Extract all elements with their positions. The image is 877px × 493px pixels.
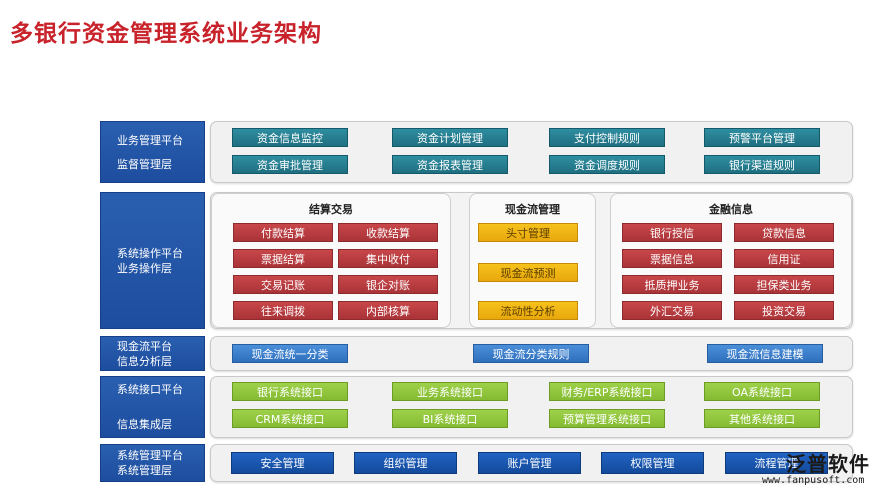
group-finance: 金融信息 银行授信 贷款信息 票据信息 信用证 抵质押业务 担保类业务 外汇交易…	[610, 193, 852, 328]
layer-label-operation: 系统操作平台 业务操作层	[100, 192, 205, 329]
module-box: 银企对账	[338, 275, 438, 294]
module-box: 抵质押业务	[622, 275, 722, 294]
layer-label-supervision: 业务管理平台 监督管理层	[100, 121, 205, 183]
module-box: 流动性分析	[478, 301, 578, 320]
module-box: 银行系统接口	[232, 382, 348, 401]
module-box: 现金流信息建模	[707, 344, 823, 363]
module-box: 其他系统接口	[704, 409, 820, 428]
layer-label-management: 系统管理平台 系统管理层	[100, 444, 205, 482]
module-box: 现金流预测	[478, 263, 578, 282]
module-box: 财务/ERP系统接口	[549, 382, 665, 401]
module-box: 集中收付	[338, 249, 438, 268]
module-box: 交易记账	[233, 275, 333, 294]
watermark-url: www.fanpusoft.com	[762, 475, 865, 486]
layer-label-line: 系统接口平台	[117, 383, 183, 396]
module-box: 安全管理	[231, 452, 334, 474]
panel-integration: 银行系统接口 业务系统接口 财务/ERP系统接口 OA系统接口 CRM系统接口 …	[210, 376, 853, 438]
layer-label-analysis: 现金流平台 信息分析层	[100, 336, 205, 371]
module-box: 投资交易	[734, 301, 834, 320]
watermark: 泛普软件 www.fanpusoft.com	[748, 448, 873, 490]
module-box: 账户管理	[478, 452, 581, 474]
layer-label-line: 信息分析层	[117, 354, 172, 368]
panel-management: 安全管理 组织管理 账户管理 权限管理 流程管理	[210, 444, 853, 482]
module-box: 银行授信	[622, 223, 722, 242]
group-title: 现金流管理	[505, 203, 560, 216]
module-box: 流程管理	[725, 452, 828, 474]
module-box: 现金流统一分类	[232, 344, 348, 363]
module-box: 资金审批管理	[232, 155, 348, 174]
module-box: 往来调拨	[233, 301, 333, 320]
panel-analysis: 现金流统一分类 现金流分类规则 现金流信息建模	[210, 336, 853, 371]
layer-label-line: 现金流平台	[117, 339, 172, 353]
module-box: 贷款信息	[734, 223, 834, 242]
layer-label-line: 业务管理平台	[117, 133, 183, 147]
group-settlement: 结算交易 付款结算 收款结算 票据结算 集中收付 交易记账 银企对账 往来调拨 …	[211, 193, 451, 328]
module-box: 资金调度规则	[549, 155, 665, 174]
group-cashflow: 现金流管理 头寸管理 现金流预测 流动性分析	[469, 193, 596, 328]
module-box: 资金报表管理	[392, 155, 508, 174]
module-box: 票据结算	[233, 249, 333, 268]
module-box: 权限管理	[601, 452, 704, 474]
module-box: 外汇交易	[622, 301, 722, 320]
layer-label-line: 系统操作平台	[117, 246, 183, 260]
module-box: OA系统接口	[704, 382, 820, 401]
module-box: 银行渠道规则	[704, 155, 820, 174]
module-box: 支付控制规则	[549, 128, 665, 147]
module-box: BI系统接口	[392, 409, 508, 428]
module-box: 票据信息	[622, 249, 722, 268]
module-box: 预警平台管理	[704, 128, 820, 147]
module-box: 现金流分类规则	[473, 344, 589, 363]
layer-label-line: 监督管理层	[117, 157, 172, 171]
group-title: 结算交易	[309, 203, 353, 216]
layer-label-line: 系统管理平台	[117, 449, 183, 462]
layer-label-integration: 系统接口平台 信息集成层	[100, 376, 205, 438]
module-box: 业务系统接口	[392, 382, 508, 401]
watermark-text: 泛普软件	[786, 452, 870, 476]
panel-operation: 结算交易 付款结算 收款结算 票据结算 集中收付 交易记账 银企对账 往来调拨 …	[210, 192, 853, 329]
module-box: 担保类业务	[734, 275, 834, 294]
module-box: 付款结算	[233, 223, 333, 242]
module-box: 资金计划管理	[392, 128, 508, 147]
module-box: 信用证	[734, 249, 834, 268]
layer-label-line: 业务操作层	[117, 261, 172, 275]
module-box: CRM系统接口	[232, 409, 348, 428]
panel-supervision: 资金信息监控 资金计划管理 支付控制规则 预警平台管理 资金审批管理 资金报表管…	[210, 121, 853, 183]
module-box: 预算管理系统接口	[549, 409, 665, 428]
module-box: 内部核算	[338, 301, 438, 320]
layer-label-line: 信息集成层	[117, 418, 172, 431]
module-box: 资金信息监控	[232, 128, 348, 147]
layer-label-line: 系统管理层	[117, 464, 172, 477]
page-title: 多银行资金管理系统业务架构	[10, 21, 322, 47]
module-box: 组织管理	[354, 452, 457, 474]
module-box: 收款结算	[338, 223, 438, 242]
group-title: 金融信息	[709, 203, 753, 216]
module-box: 头寸管理	[478, 223, 578, 242]
